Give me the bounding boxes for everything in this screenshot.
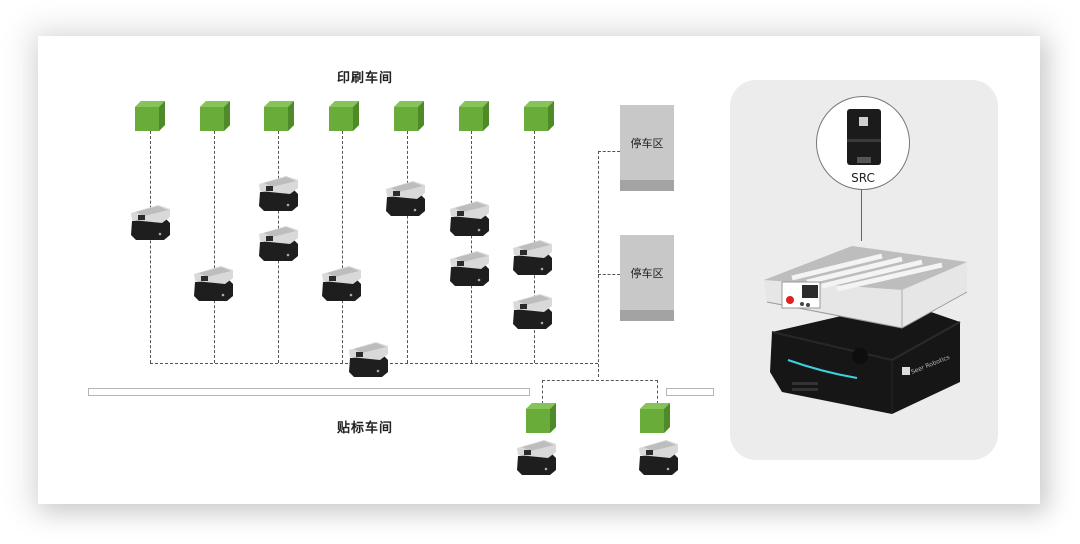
parking-zone: 停车区 <box>620 235 674 321</box>
route-line <box>342 131 343 363</box>
station-cube <box>524 101 554 131</box>
status-light-strip <box>787 359 858 379</box>
route-line <box>214 131 215 363</box>
src-label: SRC <box>851 171 875 185</box>
wall-divider <box>666 388 714 396</box>
parking-zone-base <box>620 180 674 191</box>
agv-robot-icon <box>510 236 554 276</box>
callout-leader-line <box>861 189 862 241</box>
route-line <box>542 380 543 404</box>
agv-robot-icon <box>447 247 491 287</box>
station-cube <box>459 101 489 131</box>
route-line <box>471 131 472 363</box>
agv-robot-icon <box>319 262 363 302</box>
station-cube <box>135 101 165 131</box>
parking-zone-label: 停车区 <box>630 267 664 280</box>
route-line <box>657 380 658 404</box>
route-line <box>598 151 599 377</box>
route-line <box>598 274 620 275</box>
labeling-workshop-label: 贴标车间 <box>337 421 394 436</box>
agv-robot-icon <box>346 338 390 378</box>
agv-robot-icon <box>514 436 558 476</box>
station-cube <box>526 403 556 433</box>
parking-zone: 停车区 <box>620 105 674 191</box>
agv-robot-icon <box>383 177 427 217</box>
station-cube <box>200 101 230 131</box>
wall-divider <box>88 388 530 396</box>
route-line <box>150 131 151 363</box>
route-line <box>542 380 658 381</box>
agv-robot-icon <box>256 172 300 212</box>
station-cube <box>394 101 424 131</box>
agv-robot-icon <box>636 436 680 476</box>
agv-robot-icon <box>510 290 554 330</box>
station-cube <box>264 101 294 131</box>
printing-workshop-label: 印刷车间 <box>337 71 394 86</box>
agv-robot-icon <box>447 197 491 237</box>
station-cube <box>329 101 359 131</box>
agv-robot-icon <box>191 262 235 302</box>
parking-zone-label: 停车区 <box>630 137 664 150</box>
src-module-callout: SRC <box>816 96 910 190</box>
parking-zone-base <box>620 310 674 321</box>
route-line <box>407 131 408 363</box>
route-line <box>598 151 620 152</box>
station-cube <box>640 403 670 433</box>
agv-robot-icon <box>256 222 300 262</box>
large-agv-robot-image: Seer Robotics <box>764 246 968 414</box>
agv-robot-icon <box>128 201 172 241</box>
src-controller-icon <box>847 109 881 165</box>
